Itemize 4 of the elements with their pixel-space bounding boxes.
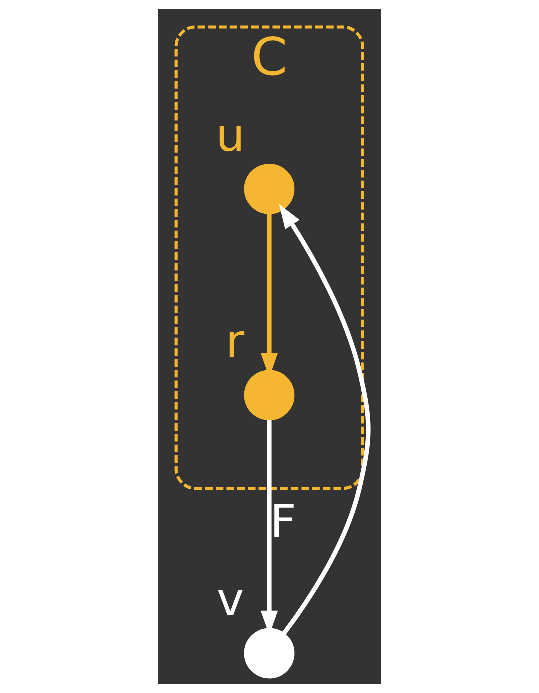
node-label: r [226, 314, 245, 368]
node-label: u [216, 108, 246, 162]
node-label: v [216, 572, 244, 626]
edge-label: F [270, 494, 296, 548]
